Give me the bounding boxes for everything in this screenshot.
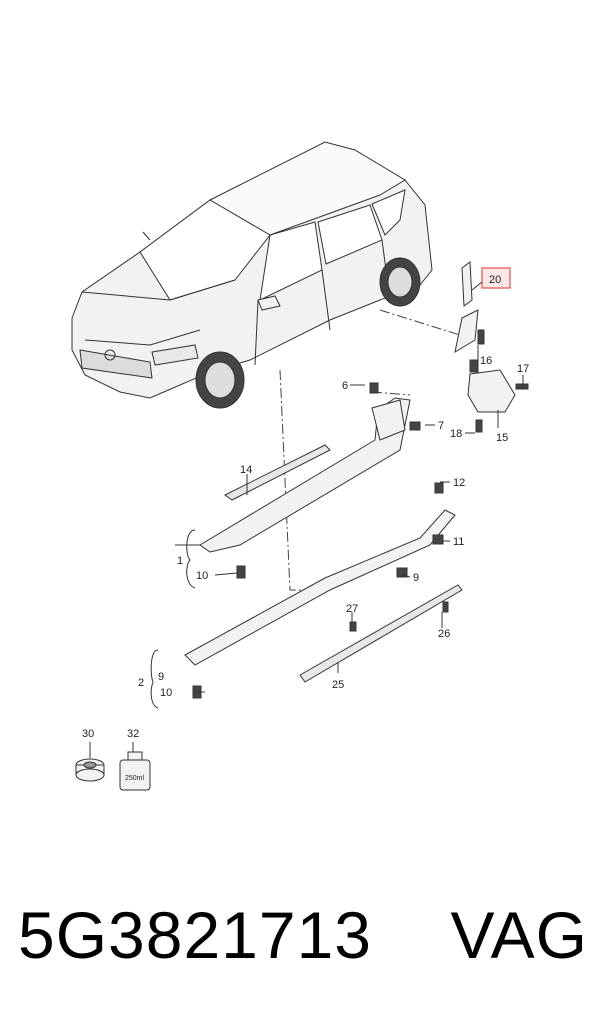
callout-10a: 10 bbox=[196, 570, 208, 582]
fuel-flap-assembly bbox=[454, 261, 529, 433]
callout-10b: 10 bbox=[160, 687, 172, 699]
callout-14: 14 bbox=[240, 464, 252, 476]
edge-strip-25 bbox=[299, 584, 463, 683]
callout-2: 2 bbox=[138, 677, 144, 689]
trim-strip-14 bbox=[224, 444, 331, 501]
sill-panel-upper bbox=[199, 382, 421, 553]
primer-bottle: 250ml bbox=[119, 751, 151, 791]
bottle-label: 250ml bbox=[125, 775, 145, 782]
footer: 5G3821713 VAG bbox=[18, 890, 588, 980]
callout-16: 16 bbox=[480, 355, 492, 367]
callout-30: 30 bbox=[82, 728, 94, 740]
callout-15: 15 bbox=[496, 432, 508, 444]
callout-1: 1 bbox=[177, 555, 183, 567]
callout-7: 7 bbox=[438, 420, 444, 432]
callout-18: 18 bbox=[450, 428, 462, 440]
brand-name: VAG bbox=[450, 898, 588, 972]
callout-6: 6 bbox=[342, 380, 348, 392]
sill-panel-lower bbox=[184, 482, 456, 666]
callout-20: 20 bbox=[489, 274, 501, 286]
adhesive-tape-roll bbox=[75, 758, 105, 782]
car-illustration bbox=[71, 141, 433, 409]
callout-11: 11 bbox=[453, 536, 464, 548]
callout-17: 17 bbox=[517, 363, 529, 375]
callout-27: 27 bbox=[346, 603, 358, 615]
callout-32: 32 bbox=[127, 728, 139, 740]
callout-12: 12 bbox=[453, 477, 465, 489]
callout-26: 26 bbox=[438, 628, 450, 640]
callout-9b: 9 bbox=[413, 572, 419, 584]
part-number: 5G3821713 bbox=[18, 898, 372, 972]
callout-9a: 9 bbox=[158, 671, 164, 683]
highlight-box-20 bbox=[481, 267, 511, 289]
callout-25: 25 bbox=[332, 679, 344, 691]
